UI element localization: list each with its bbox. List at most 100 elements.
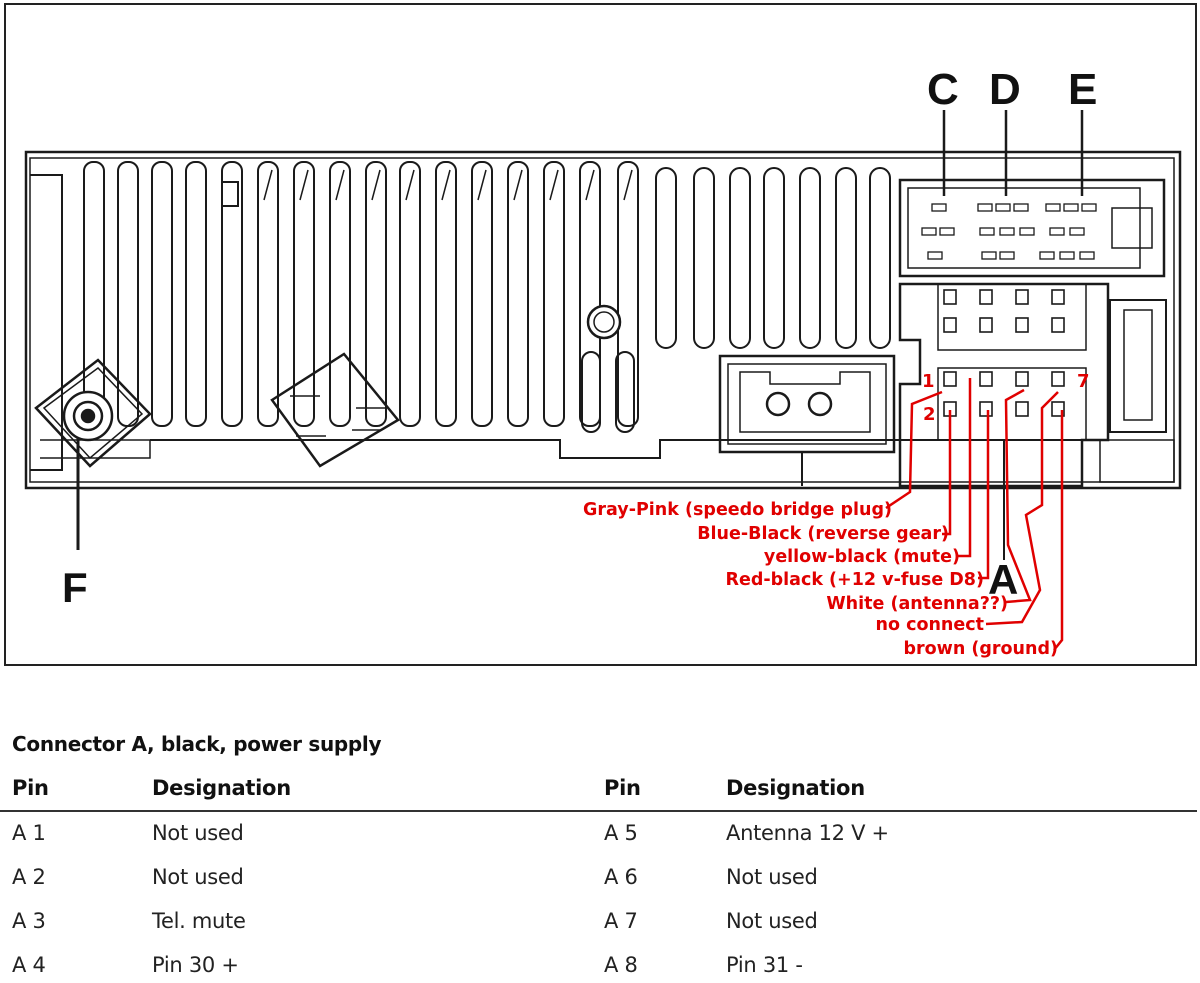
lower-fin (581, 351, 601, 433)
fin-notch (405, 169, 415, 201)
speaker-pin (979, 317, 993, 333)
lower-fin (615, 351, 635, 433)
rounded-fin (869, 167, 891, 349)
fin-notch (513, 169, 523, 201)
pin-number-7: 7 (1077, 371, 1090, 392)
table-cell-designation: Not used (152, 865, 244, 889)
table-cell-designation: Pin 31 - (726, 953, 803, 977)
wire-label-no-connect: no connect (876, 615, 985, 635)
cooling-fin (507, 161, 529, 427)
cooling-fin (471, 161, 493, 427)
rounded-fin (799, 167, 821, 349)
cooling-fin (185, 161, 207, 427)
fin-notch (263, 169, 273, 201)
connector-cde-leaders (942, 110, 1084, 196)
speaker-pin (1015, 317, 1029, 333)
connector-slot (1019, 227, 1035, 236)
connector-slot (1063, 203, 1079, 212)
fin-notch (371, 169, 381, 201)
cooling-fin (221, 161, 243, 427)
power-pin (943, 371, 957, 387)
table-cell-pin: A 2 (12, 865, 46, 889)
connector-slot (1049, 227, 1065, 236)
wire-label-brown-paren: ) (1050, 639, 1058, 659)
header-rule (0, 810, 1197, 812)
wire-label-red-black: Red-black (+12 v-fuse D8 (725, 570, 976, 590)
connector-slot (999, 227, 1015, 236)
table-cell-pin: A 6 (604, 865, 638, 889)
connector-slot (1059, 251, 1075, 260)
power-pin (979, 401, 993, 417)
connector-slot (931, 203, 947, 212)
wire-label-blue-black: Blue-Black (reverse gear (697, 524, 941, 544)
connector-label-a: A (988, 556, 1018, 603)
connector-block-a (898, 282, 1167, 560)
power-pin (1015, 371, 1029, 387)
header-pin-right: Pin (604, 776, 641, 800)
power-pin (979, 371, 993, 387)
din-plug-housing (718, 354, 896, 486)
power-pin (1015, 401, 1029, 417)
cooling-fin (329, 161, 351, 427)
connector-slot (939, 227, 955, 236)
fin-notch (299, 169, 309, 201)
connector-slot (1079, 251, 1095, 260)
speaker-pin (1051, 289, 1065, 305)
antenna-socket-f (34, 358, 152, 550)
wire-label-gray-pink: Gray-Pink (speedo bridge plug (583, 500, 884, 520)
connector-slot (1081, 203, 1097, 212)
rounded-fin (729, 167, 751, 349)
rounded-fin (655, 167, 677, 349)
table-cell-pin: A 7 (604, 909, 638, 933)
wire-annotation-lines (885, 378, 1064, 651)
wire-label-white: White (antenna?? (826, 594, 1000, 614)
connector-slot (977, 203, 993, 212)
wire-label-yellow-black-paren: ) (952, 547, 960, 567)
connector-label-f: F (62, 564, 88, 611)
table-cell-pin: A 3 (12, 909, 46, 933)
table-cell-designation: Tel. mute (152, 909, 246, 933)
connector-slot (1013, 203, 1029, 212)
connector-slot (1039, 251, 1055, 260)
fin-notch (477, 169, 487, 201)
cooling-fin (579, 161, 601, 427)
connector-label-e: E (1068, 65, 1097, 114)
fin-tab (221, 181, 239, 207)
wire-label-gray-pink-paren: ) (884, 500, 892, 520)
speaker-pin (943, 289, 957, 305)
connector-a-table: Connector A, black, power supply Pin Des… (0, 690, 1200, 983)
table-cell-designation: Not used (726, 909, 818, 933)
speaker-pin (943, 317, 957, 333)
table-cell-pin: A 4 (12, 953, 46, 977)
connector-label-c: C (927, 65, 959, 114)
cooling-fin (435, 161, 457, 427)
radio-housing (24, 150, 1182, 490)
connector-block-cde (898, 178, 1166, 278)
rounded-fin (763, 167, 785, 349)
wire-label-white-paren: ) (1000, 594, 1008, 614)
fin-notch (549, 169, 559, 201)
speaker-pin (1051, 317, 1065, 333)
wire-label-brown: brown (ground (903, 639, 1050, 659)
table-cell-designation: Antenna 12 V + (726, 821, 889, 845)
table-cell-pin: A 5 (604, 821, 638, 845)
connector-slot (927, 251, 943, 260)
power-pin (1051, 371, 1065, 387)
header-pin-left: Pin (12, 776, 49, 800)
table-cell-pin: A 8 (604, 953, 638, 977)
fin-notch (623, 169, 633, 201)
table-cell-designation: Not used (726, 865, 818, 889)
connector-slot (1045, 203, 1061, 212)
connector-slot (995, 203, 1011, 212)
rounded-fin (835, 167, 857, 349)
pin-number-2: 2 (923, 404, 936, 425)
table-cell-pin: A 1 (12, 821, 46, 845)
cooling-fin (257, 161, 279, 427)
header-designation-left: Designation (152, 776, 291, 800)
table-title: Connector A, black, power supply (12, 732, 382, 756)
header-designation-right: Designation (726, 776, 865, 800)
table-cell-designation: Not used (152, 821, 244, 845)
connector-slot (1069, 227, 1085, 236)
mounting-bracket (270, 352, 400, 468)
cooling-fin (365, 161, 387, 427)
